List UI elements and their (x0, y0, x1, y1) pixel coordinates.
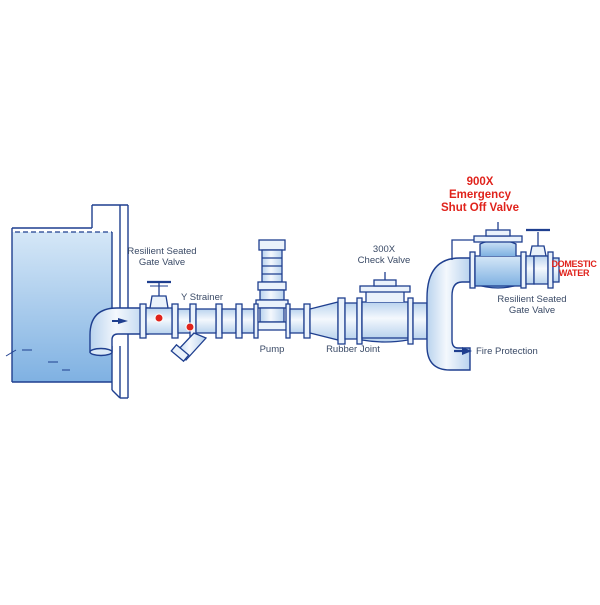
label-check-valve: 300X Check Valve (346, 244, 422, 266)
rubber-joint (309, 297, 346, 345)
gate-valve-left (139, 280, 179, 339)
label-gate-valve-left-line1: Resilient Seated (127, 246, 197, 257)
label-check-valve-line2: Check Valve (357, 255, 411, 266)
label-emergency-valve-line1: 900X (466, 176, 494, 188)
label-check-valve-line1: 300X (372, 244, 396, 255)
label-pump: Pump (259, 344, 285, 355)
pipe-segment-2 (221, 308, 237, 334)
label-domestic-water-line1: DOMESTIC (551, 259, 597, 269)
label-domestic-water: DOMESTIC WATER (550, 260, 598, 278)
check-valve-300x (344, 272, 428, 345)
label-gate-valve-left-line2: Gate Valve (138, 257, 186, 268)
inlet-elbow-pipe (89, 307, 149, 357)
label-fire-protection: Fire Protection (476, 346, 538, 357)
y-strainer (170, 303, 223, 363)
label-emergency-valve-line3: Shut Off Valve (441, 202, 519, 214)
water-tank (5, 204, 129, 399)
label-gate-valve-right: Resilient Seated Gate Valve (492, 294, 572, 316)
riser-tee-pipe (426, 257, 472, 371)
label-y-strainer: Y Strainer (180, 292, 224, 303)
label-domestic-water-line2: WATER (558, 268, 590, 278)
label-emergency-valve: 900X Emergency Shut Off Valve (432, 176, 528, 215)
label-rubber-joint: Rubber Joint (326, 344, 380, 355)
label-emergency-valve-line2: Emergency (448, 189, 511, 201)
gate-valve-right (525, 228, 560, 289)
label-gate-valve-right-line1: Resilient Seated (497, 294, 567, 305)
label-gate-valve-right-line2: Gate Valve (508, 305, 556, 316)
pump (253, 239, 291, 339)
label-gate-valve-left: Resilient Seated Gate Valve (122, 246, 202, 268)
pipe-segment-3 (289, 308, 305, 334)
